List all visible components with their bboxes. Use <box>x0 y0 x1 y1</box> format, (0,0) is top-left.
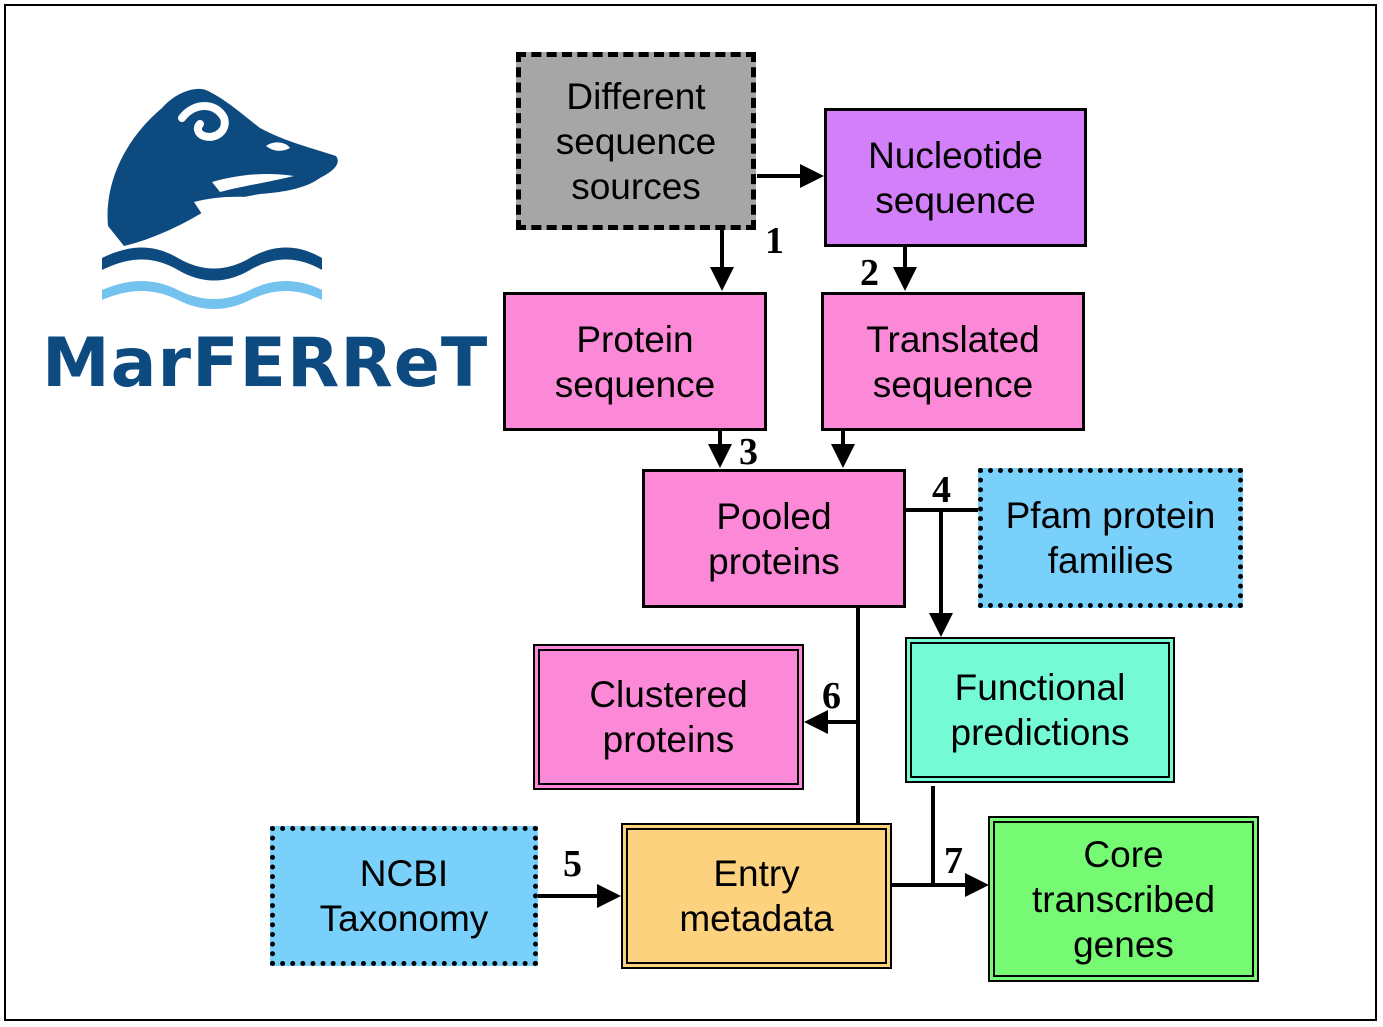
box-label: Pfam protein families <box>1005 495 1216 581</box>
box-label: Translated sequence <box>866 318 1040 405</box>
step-number-2: 2 <box>860 252 879 294</box>
logo-wordmark: MarFERReT <box>42 324 489 403</box>
box-functional-predictions: Functional predictions <box>905 637 1175 783</box>
box-translated-sequence: Translated sequence <box>821 292 1085 431</box>
box-label: Different sequence sources <box>555 75 717 207</box>
box-label: Clustered proteins <box>589 674 748 760</box>
box-label: Nucleotide sequence <box>868 134 1043 221</box>
box-different-sequence-sources: Different sequence sources <box>516 52 756 230</box>
step-number-5: 5 <box>563 843 582 885</box>
box-nucleotide-sequence: Nucleotide sequence <box>824 108 1087 247</box>
box-ncbi-taxonomy: NCBI Taxonomy <box>270 826 538 966</box>
box-pooled-proteins: Pooled proteins <box>642 469 906 608</box>
box-entry-metadata: Entry metadata <box>621 823 892 969</box>
figure-frame <box>4 4 1377 1021</box>
box-core-transcribed-genes: Core transcribed genes <box>988 816 1259 982</box>
step-number-4: 4 <box>932 469 951 511</box>
box-label: NCBI Taxonomy <box>319 853 489 939</box>
box-protein-sequence: Protein sequence <box>503 292 767 431</box>
box-label: Functional predictions <box>950 667 1130 753</box>
box-label: Pooled proteins <box>708 495 840 582</box>
ferret-logo-icon <box>102 88 338 309</box>
box-label: Protein sequence <box>554 318 716 405</box>
box-label: Entry metadata <box>679 853 834 939</box>
step-number-3: 3 <box>739 431 758 473</box>
box-pfam-protein-families: Pfam protein families <box>978 468 1243 608</box>
step-number-1: 1 <box>765 220 784 262</box>
box-clustered-proteins: Clustered proteins <box>533 644 804 790</box>
step-number-7: 7 <box>944 840 963 882</box>
box-label: Core transcribed genes <box>1031 833 1216 965</box>
step-number-6: 6 <box>822 675 841 717</box>
